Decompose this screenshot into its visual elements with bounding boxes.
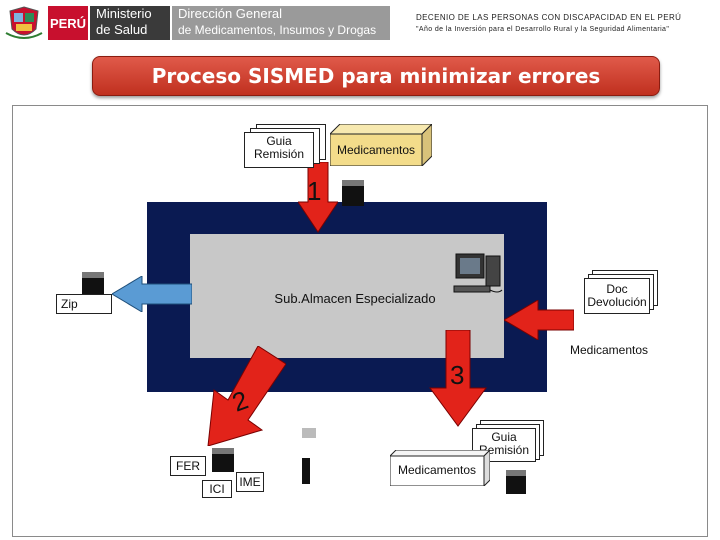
peru-brand-badge: PERÚ <box>48 6 88 40</box>
medicamentos-bottom-label: Medicamentos <box>397 463 477 477</box>
page-title: Proceso SISMED para minimizar errores <box>92 56 660 96</box>
storage-box-icon-fer <box>212 448 234 472</box>
storage-box-icon-top <box>342 180 364 206</box>
storage-box-icon-zip <box>82 272 104 298</box>
decenio-caption: DECENIO DE LAS PERSONAS CON DISCAPACIDAD… <box>416 12 716 36</box>
doc-devolucion-doc: Doc Devolución <box>584 278 650 314</box>
medicamentos-top-label: Medicamentos <box>336 143 416 157</box>
ime-doc: IME <box>236 472 264 492</box>
guia-remision-bottom-line-1: Guia <box>491 430 517 444</box>
arrow-step1-down <box>298 162 338 233</box>
medicamentos-bottom-box: Medicamentos <box>390 450 490 486</box>
ministry-label: Ministerio de Salud <box>90 6 170 40</box>
diagram-frame <box>12 105 708 537</box>
step-3-number: 3 <box>450 360 465 390</box>
decenio-line-1: DECENIO DE LAS PERSONAS CON DISCAPACIDAD… <box>416 13 682 22</box>
directorate-label: Dirección General de Medicamentos, Insum… <box>172 6 390 40</box>
small-gray-icon <box>302 428 316 438</box>
guia-remision-top-line-2: Remisión <box>253 147 304 161</box>
decenio-line-2: "Año de la Inversión para el Desarrollo … <box>416 26 670 33</box>
arrow-step3-down <box>429 330 487 427</box>
ici-doc: ICI <box>202 480 232 498</box>
arrow-left-to-zip <box>112 276 192 312</box>
doc-devolucion-line-1: Doc <box>606 282 628 296</box>
ministry-line-1: Ministerio <box>96 6 152 21</box>
arrow-step2-diagonal <box>207 346 286 446</box>
arrow-right-in <box>504 300 574 340</box>
computer-icon <box>452 252 504 303</box>
guia-remision-bottom-line-2: Remisión <box>478 443 529 457</box>
ministry-line-2: de Salud <box>96 22 148 37</box>
directorate-line-1: Dirección General <box>178 6 283 21</box>
guia-remision-top-line-1: Guia <box>266 134 292 148</box>
storage-bar-icon <box>302 458 310 484</box>
storage-box-icon-bottom <box>506 470 526 494</box>
sub-almacen-label: Sub.Almacen Especializado <box>274 291 436 306</box>
fer-doc: FER <box>170 456 206 476</box>
directorate-line-2: de Medicamentos, Insumos y Drogas <box>178 23 377 37</box>
peru-crest-icon <box>2 3 46 43</box>
medicamentos-right-label: Medicamentos <box>570 343 649 357</box>
zip-doc: Zip <box>56 294 112 314</box>
guia-remision-top-doc: Guia Remisión <box>244 132 314 168</box>
doc-devolucion-line-2: Devolución <box>587 295 647 309</box>
medicamentos-top-box: Medicamentos <box>330 124 432 166</box>
step-1-number: 1 <box>307 176 322 206</box>
